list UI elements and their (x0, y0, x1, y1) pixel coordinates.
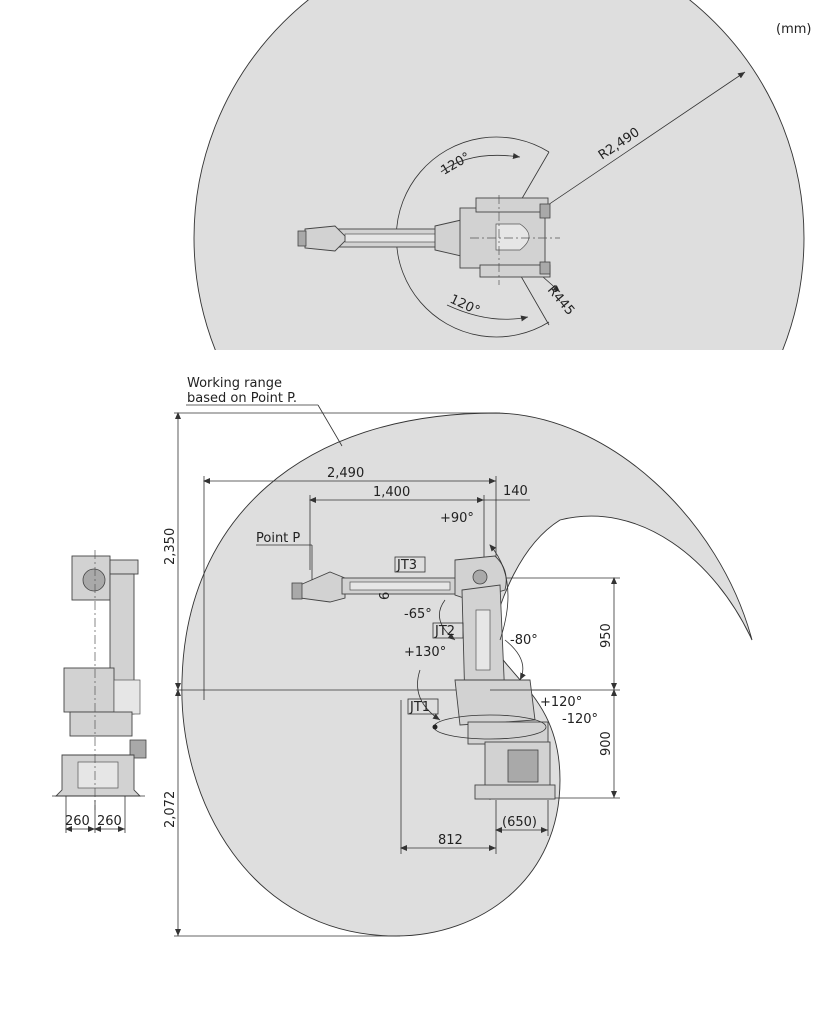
working-range-label-line2: based on Point P. (187, 391, 297, 406)
jt1-label: JT1 (409, 700, 430, 715)
jt2-label: JT2 (434, 624, 455, 639)
dim-2072: 2,072 (163, 791, 178, 828)
point-p-label: Point P (256, 531, 300, 546)
unit-label: (mm) (776, 22, 811, 37)
dim-900: 900 (599, 731, 614, 756)
dim-2490: 2,490 (327, 466, 364, 481)
dim-140: 140 (503, 484, 528, 499)
dim-812: 812 (438, 833, 463, 848)
working-range-label-line1: Working range (187, 376, 282, 391)
jt2-negative-angle: -65° (404, 607, 432, 622)
dim-1400: 1,400 (373, 485, 410, 500)
dim-950: 950 (599, 623, 614, 648)
jt3-positive-angle: +130° (404, 645, 446, 660)
dim-650: (650) (502, 815, 537, 830)
side-base (454, 679, 560, 800)
front-view: 260 260 (52, 550, 147, 833)
dim-6: 6 (378, 592, 393, 600)
jt2-positive-angle: +90° (440, 511, 474, 526)
dim-2350: 2,350 (163, 528, 178, 565)
top-working-range-circle (193, 0, 805, 350)
jt1-positive-angle: +120° (540, 695, 582, 710)
top-view: R2,490 R445 120° 120° (193, 0, 805, 350)
side-view: Working range based on Point P. 2,490 1,… (163, 376, 753, 937)
jt3-negative-angle: -80° (510, 633, 538, 648)
top-base (459, 195, 560, 285)
jt1-negative-angle: -120° (562, 712, 598, 727)
top-arm (297, 217, 471, 259)
front-dim-left: 260 (65, 814, 90, 829)
jt3-label: JT3 (396, 558, 417, 573)
front-dim-right: 260 (97, 814, 122, 829)
